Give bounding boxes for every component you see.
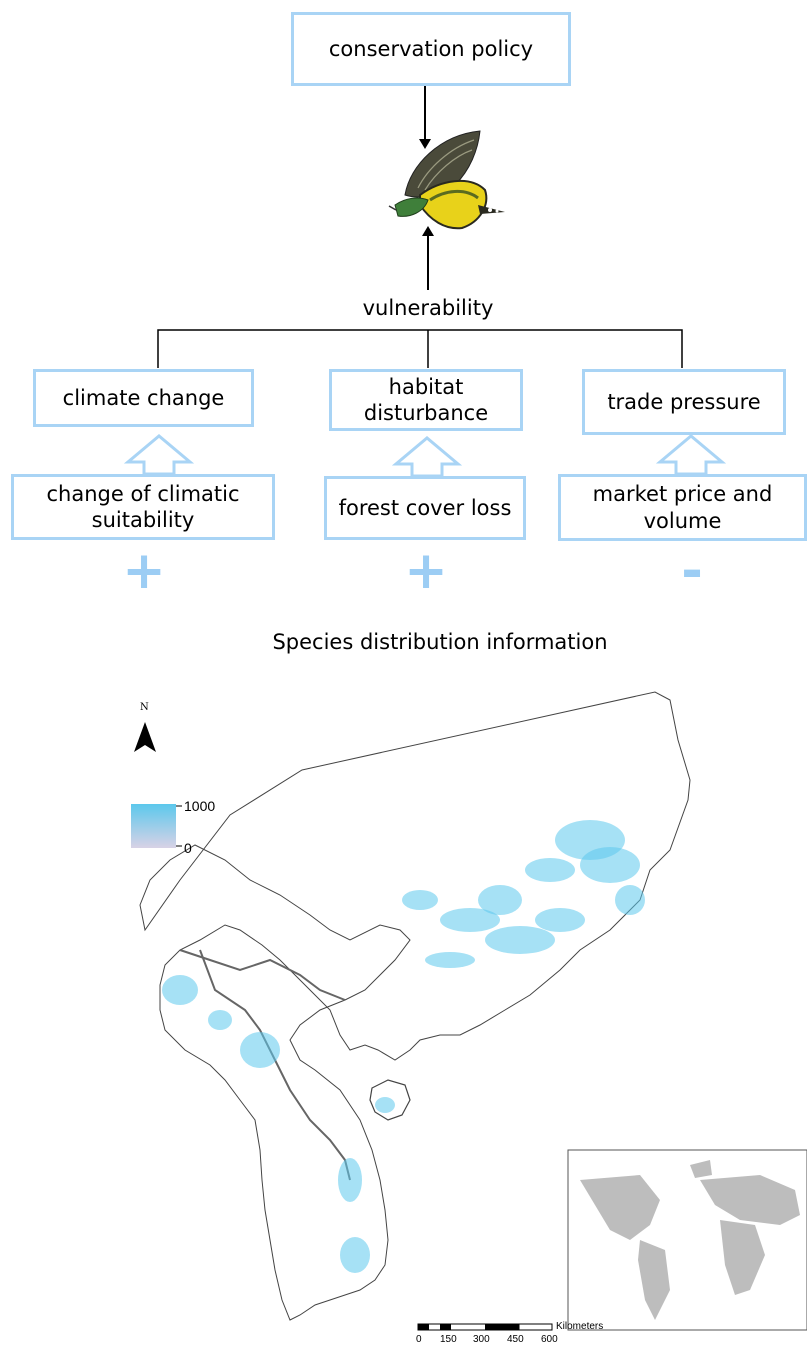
diagram-connectors	[123, 86, 727, 478]
hollow-arrow-2	[391, 436, 463, 478]
country-border-1	[199, 949, 351, 1181]
factor-bracket	[157, 329, 683, 368]
map-title: Species distribution information	[272, 630, 608, 654]
legend-max: 1000	[184, 798, 216, 814]
conservation-policy-box: conservation policy	[291, 12, 571, 86]
scale-tick-300: 300	[473, 1334, 490, 1345]
scale-bar	[417, 1323, 553, 1331]
butterfly-icon	[388, 130, 505, 230]
sign-plus-1: +	[122, 541, 166, 601]
sign-plus-2: +	[404, 541, 448, 601]
vulnerability-label: vulnerability	[362, 296, 494, 320]
hainan-island	[369, 1079, 411, 1121]
forest-cover-loss-box: forest cover loss	[324, 476, 526, 540]
scale-unit: Kilometers	[556, 1321, 604, 1332]
legend-min: 0	[184, 840, 192, 856]
policy-arrowhead	[419, 139, 431, 149]
hollow-arrow-3	[655, 434, 727, 476]
north-label: N	[140, 702, 149, 713]
country-border-2	[179, 949, 346, 1001]
scale-tick-0: 0	[416, 1334, 422, 1345]
north-arrow-icon	[134, 722, 156, 752]
world-map-inset	[567, 1149, 807, 1331]
climatic-suitability-box: change of climatic suitability	[11, 474, 275, 540]
hollow-arrow-1	[123, 434, 195, 476]
habitat-disturbance-box: habitat disturbance	[329, 369, 523, 431]
trade-pressure-box: trade pressure	[582, 369, 786, 435]
market-price-box: market price and volume	[558, 474, 807, 541]
study-area-outline	[139, 691, 691, 1321]
distribution-patches	[162, 820, 645, 1273]
sign-minus: -	[681, 541, 703, 601]
scale-tick-150: 150	[440, 1334, 457, 1345]
climate-change-box: climate change	[33, 369, 254, 427]
scale-tick-600: 600	[541, 1334, 558, 1345]
vulnerability-arrowhead	[422, 226, 434, 236]
legend-gradient	[131, 804, 176, 848]
scale-tick-450: 450	[507, 1334, 524, 1345]
